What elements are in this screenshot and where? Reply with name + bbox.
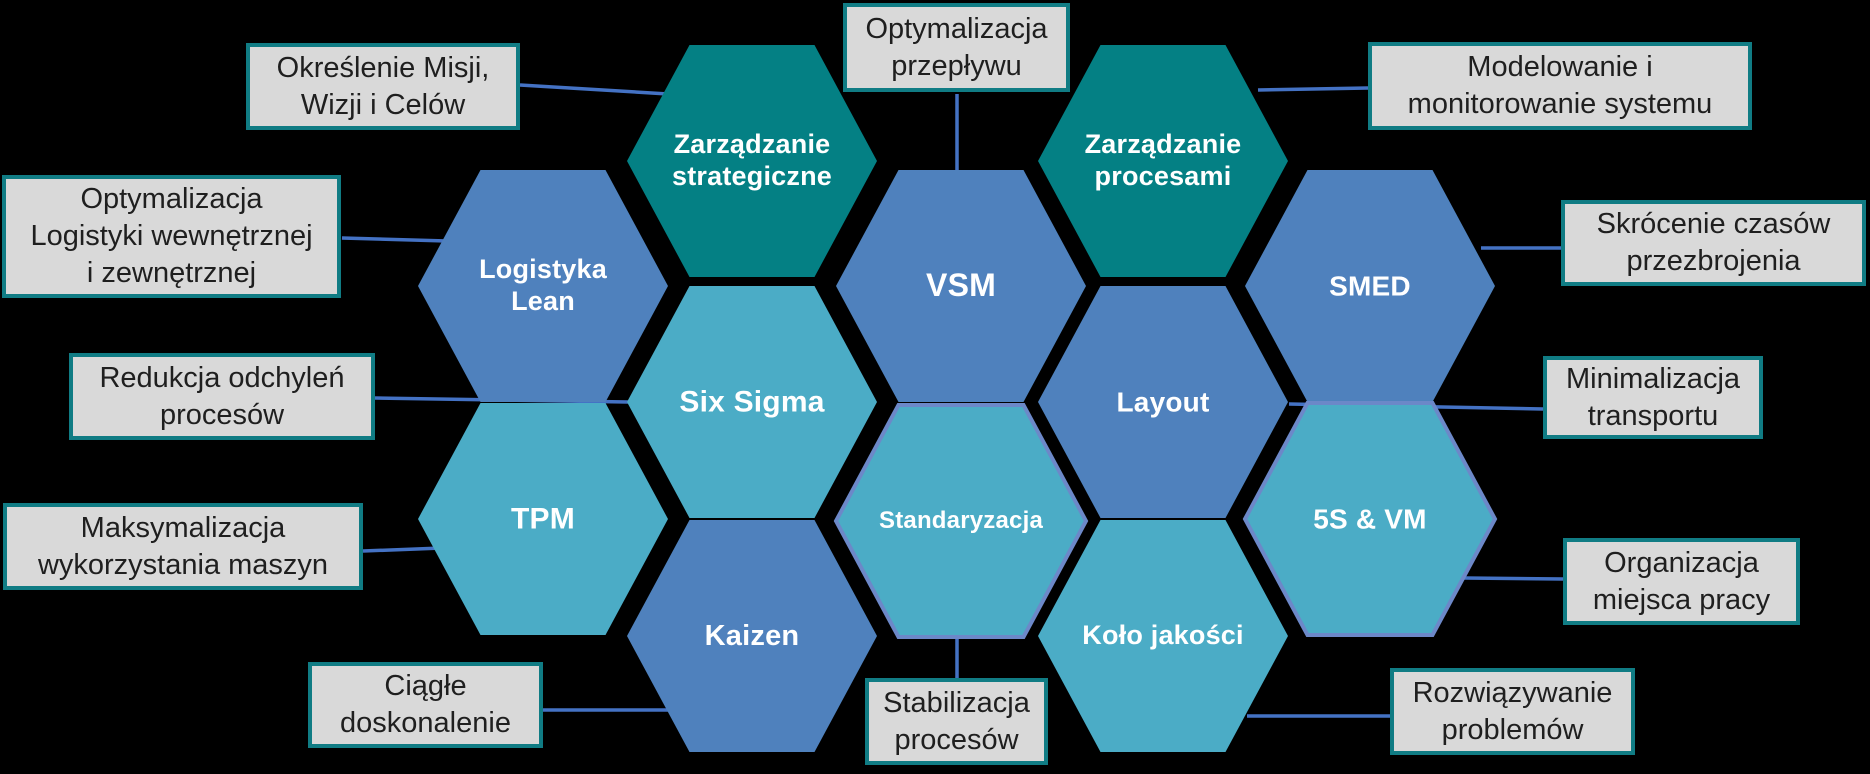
connector-maksymalizacja-to-tpm: [362, 546, 443, 553]
hexagon-label-line: Kaizen: [704, 619, 800, 652]
connector-okreslenie-to-strategiczne: [519, 83, 669, 96]
note-box-line: wykorzystania maszyn: [37, 548, 329, 581]
hexagon-label-line: Zarządzanie: [1084, 129, 1242, 160]
note-box-line: przepływu: [891, 49, 1022, 82]
hexagon-label-line: Lean: [511, 286, 575, 316]
connector-logistyka-box-to-hex: [341, 236, 448, 243]
hexagon-label-line: Six Sigma: [679, 385, 825, 419]
hexagon-zarzadzanie-strategiczne: [627, 45, 877, 277]
note-box-line: Rozwiązywanie: [1412, 676, 1613, 709]
hexagon-label-vsm: VSM: [926, 267, 996, 305]
hexagon-logistyka-lean: [418, 170, 668, 402]
note-box-line: Modelowanie i: [1467, 51, 1653, 83]
note-box-line: miejsca pracy: [1592, 583, 1771, 616]
note-box-optymalizacja-przeplywu: Optymalizacja przepływu: [843, 3, 1070, 92]
note-box-line: Optymalizacja: [80, 183, 263, 215]
hexagon-label-5s-vm: 5S & VM: [1313, 502, 1426, 535]
note-box-line: Optymalizacja: [865, 12, 1048, 45]
note-box-line: przezbrojenia: [1626, 245, 1801, 277]
hexagon-label-line: TPM: [511, 502, 575, 536]
hexagon-label-line: Logistyka: [479, 254, 607, 285]
note-box-line: Ciągłe: [384, 670, 467, 702]
hexagon-kolo-jakosci: [1038, 520, 1288, 752]
note-box-line: Minimalizacja: [1565, 362, 1741, 395]
hexagon-label-standaryzacja: Standaryzacja: [879, 507, 1043, 535]
note-box-stabilizacja-procesow: Stabilizacja procesów: [865, 678, 1048, 765]
note-box-line: Określenie Misji,: [276, 51, 490, 84]
hexagon-kaizen: [627, 520, 877, 752]
hexagon-label-line: 5S & VM: [1313, 503, 1427, 535]
hexagon-label-line: Zarządzanie: [673, 129, 831, 160]
hexagon-zarzadzanie-procesami: [1038, 45, 1288, 277]
note-box-line: doskonalenie: [340, 707, 511, 739]
note-box-rozwiazywanie-problemow: Rozwiązywanie problemów: [1390, 668, 1635, 755]
note-box-redukcja-odchylen: Redukcja odchyleń procesów: [69, 353, 375, 440]
note-box-line: Redukcja odchyleń: [99, 361, 345, 394]
note-box-line: monitorowanie systemu: [1407, 88, 1713, 120]
hexagon-label-six-sigma: Six Sigma: [679, 384, 824, 419]
hexagon-label-line: SMED: [1329, 270, 1411, 302]
note-box-line: procesów: [894, 723, 1019, 756]
note-box-line: problemów: [1441, 713, 1584, 746]
note-box-line: Logistyki wewnętrznej: [30, 220, 313, 252]
hexagon-label-kolo-jakosci: Koło jakości: [1082, 620, 1243, 652]
hexagon-smed: [1245, 170, 1495, 402]
hexagon-six-sigma: [627, 286, 877, 518]
hexagon-label-line: VSM: [926, 267, 996, 304]
connector-5svm-to-organizacja: [1463, 576, 1564, 581]
note-box-modelowanie-systemu: Modelowanie i monitorowanie systemu: [1368, 42, 1752, 130]
note-box-organizacja-miejsca: Organizacja miejsca pracy: [1563, 538, 1800, 625]
hexagon-label-line: strategiczne: [672, 161, 832, 191]
hexagon-vsm: [836, 170, 1086, 402]
note-box-ciagle-doskonalenie: Ciągłe doskonalenie: [308, 662, 543, 748]
note-box-okreslenie-misji: Określenie Misji, Wizji i Celów: [246, 43, 520, 130]
note-box-line: Stabilizacja: [883, 686, 1030, 719]
hexagon-layout: [1038, 286, 1288, 518]
hexagon-5s-vm: [1242, 401, 1498, 637]
note-box-line: Maksymalizacja: [80, 511, 286, 544]
note-box-line: transportu: [1587, 399, 1719, 432]
note-box-line: Wizji i Celów: [300, 88, 466, 121]
note-box-maksymalizacja-maszyn: Maksymalizacja wykorzystania maszyn: [3, 503, 363, 590]
hexagon-label-smed: SMED: [1329, 269, 1411, 302]
hexagon-label-tpm: TPM: [511, 501, 575, 536]
note-box-skrocenie-czasow: Skrócenie czasów przezbrojenia: [1561, 200, 1866, 286]
connector-modelowanie-to-procesami: [1257, 86, 1369, 92]
hexagon-label-layout: Layout: [1117, 385, 1210, 418]
hexagon-tpm: [418, 403, 668, 635]
note-box-line: Skrócenie czasów: [1596, 208, 1831, 240]
hexagon-label-line: Koło jakości: [1082, 620, 1244, 651]
note-box-line: i zewnętrznej: [86, 257, 257, 289]
hexagon-label-line: Layout: [1116, 386, 1210, 418]
hexagon-standaryzacja: [833, 403, 1089, 639]
hexagon-label-line: Standaryzacja: [878, 506, 1044, 534]
hexagon-label-kaizen: Kaizen: [705, 619, 800, 653]
note-box-minimalizacja-transportu: Minimalizacja transportu: [1543, 356, 1763, 439]
hexagon-label-line: procesami: [1094, 161, 1232, 191]
note-box-line: Organizacja: [1604, 546, 1759, 579]
note-box-line: procesów: [159, 398, 285, 431]
